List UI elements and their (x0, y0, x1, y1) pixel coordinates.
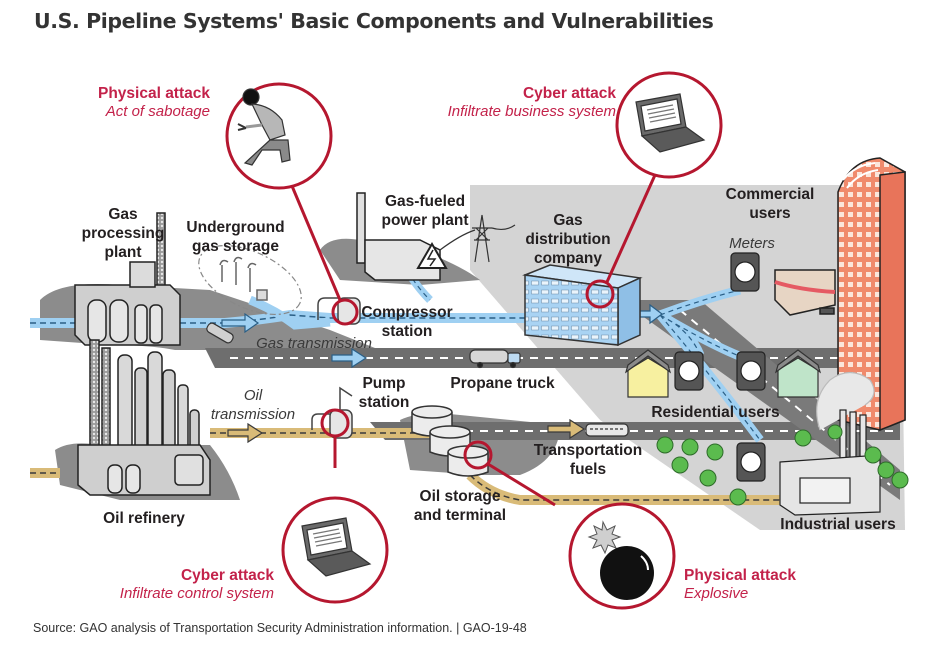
vehicles (206, 322, 629, 437)
gas-processing-plant (74, 212, 181, 346)
transportation-fuels-label: Transportation fuels (533, 442, 643, 478)
business-attack-title: Cyber attack (522, 85, 616, 102)
gas-transmission-label: Gas transmission (256, 335, 372, 352)
gas-pipelines (30, 253, 764, 443)
commercial-buildings (774, 157, 906, 432)
laptop-icon-control (301, 517, 372, 577)
compressor-station-label: Compressor station (361, 304, 453, 340)
industrial-plant (779, 371, 881, 516)
oil-transmission-label: Oil transmission (210, 387, 296, 423)
propane-truck (469, 349, 521, 369)
industrial-users-label: Industrial users (780, 516, 896, 533)
compressor-target-ring (331, 298, 359, 326)
fuel-bus (585, 423, 629, 437)
residential-houses (624, 349, 822, 398)
oil-storage-terminal-label: Oil storage and terminal (413, 488, 507, 524)
control-attack-subtitle: Infiltrate control system (119, 585, 274, 602)
gas-distribution-building (522, 264, 643, 347)
gas-processing-plant-label: Gas processing plant (81, 206, 165, 261)
saboteur-icon (237, 88, 291, 166)
sabotage-attack-title: Physical attack (97, 85, 210, 102)
source-note: Source: GAO analysis of Transportation S… (33, 621, 527, 635)
storage-target-ring (463, 440, 493, 470)
gas-fueled-power-plant (356, 192, 516, 281)
bomb-icon (587, 520, 654, 600)
gas-truck (206, 322, 234, 344)
underground-gas-storage (198, 244, 302, 316)
commercial-users-label: Commercial users (725, 186, 815, 222)
pump-station-label: Pump station (358, 375, 410, 411)
underground-gas-storage-label: Underground gas storage (186, 219, 285, 255)
business-attack-subtitle: Infiltrate business system (447, 103, 616, 120)
flow-arrows (221, 303, 663, 444)
meters (674, 252, 766, 482)
gas-fueled-power-plant-label: Gas-fueled power plant (381, 193, 469, 229)
meters-label: Meters (729, 235, 775, 252)
control-attack-title: Cyber attack (180, 567, 274, 584)
residential-users-label: Residential users (651, 404, 780, 421)
oil-refinery-label: Oil refinery (103, 510, 185, 527)
oil-refinery (77, 339, 211, 496)
propane-truck-label: Propane truck (450, 375, 555, 392)
sabotage-attack-subtitle: Act of sabotage (105, 103, 210, 120)
gas-distribution-company-label: Gas distribution company (525, 212, 611, 267)
laptop-icon (635, 93, 706, 153)
trees (656, 424, 909, 506)
explosive-attack-subtitle: Explosive (684, 585, 749, 602)
explosive-attack-title: Physical attack (684, 567, 797, 584)
distribution-target-ring (585, 279, 615, 309)
transmission-tower-icon (439, 214, 516, 263)
figure-title: U.S. Pipeline Systems' Basic Components … (34, 9, 714, 33)
